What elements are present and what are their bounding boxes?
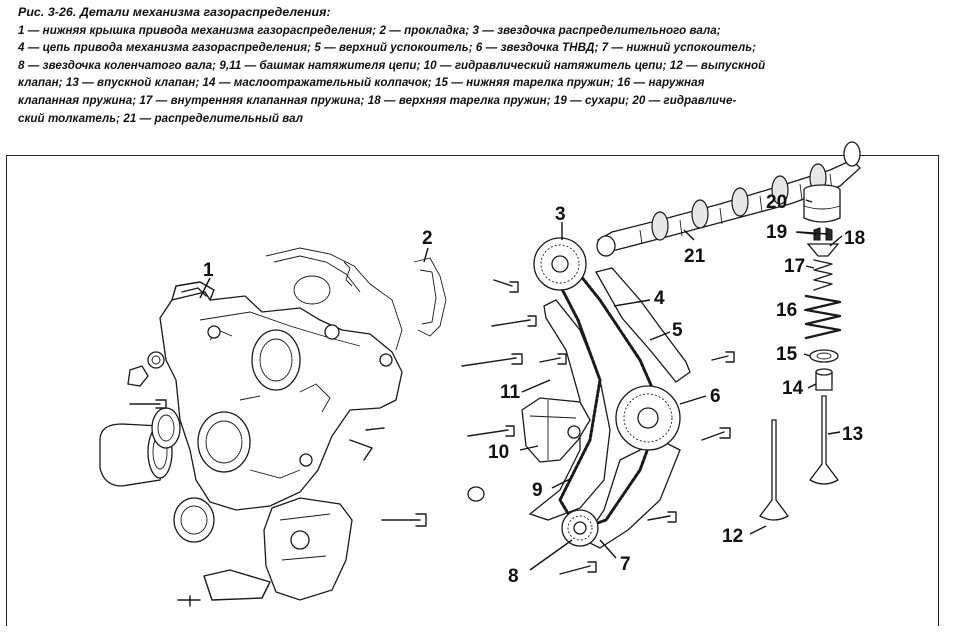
caption-line-5: клапанная пружина; 17 — внутренняя клапа… <box>18 93 737 107</box>
figure-frame <box>6 155 939 626</box>
timing-cover-lower <box>159 281 403 511</box>
caption-line-2: 4 — цепь привода механизма газораспредел… <box>18 41 757 55</box>
label-21: 21 <box>684 246 706 267</box>
label-17: 17 <box>784 256 805 277</box>
label-19: 19 <box>766 222 787 243</box>
label-1: 1 <box>203 260 214 281</box>
valve-train <box>759 184 842 521</box>
label-4: 4 <box>654 288 665 309</box>
figure-title: Рис. 3-26. Детали механизма газораспреде… <box>18 5 331 19</box>
label-18: 18 <box>844 228 865 249</box>
label-11: 11 <box>500 382 521 403</box>
chain-drive <box>461 237 735 575</box>
caption-line-6: ский толкатель; 21 — распределительный в… <box>18 111 304 125</box>
label-13: 13 <box>842 424 863 445</box>
label-6: 6 <box>710 386 721 407</box>
caption-line-1: 1 — нижняя крышка привода механизма газо… <box>18 23 721 37</box>
label-14: 14 <box>782 378 804 399</box>
callout-labels: 1 2 3 4 5 6 7 8 9 10 11 12 13 14 15 16 1… <box>203 192 865 587</box>
label-16: 16 <box>776 300 797 321</box>
front-crank-seal <box>99 351 215 543</box>
label-20: 20 <box>766 192 787 213</box>
caption-line-4: клапан; 13 — впускной клапан; 14 — масло… <box>18 76 705 90</box>
label-15: 15 <box>776 344 798 365</box>
leader-lines <box>199 199 843 571</box>
caption-line-3: 8 — звездочка коленчатого вала; 9,11 — б… <box>18 58 766 72</box>
lower-bracket <box>177 427 427 607</box>
label-2: 2 <box>422 228 433 249</box>
label-7: 7 <box>620 554 631 575</box>
label-10: 10 <box>488 442 509 463</box>
figure-caption: Рис. 3-26. Детали механизма газораспреде… <box>18 4 933 127</box>
label-9: 9 <box>532 480 543 501</box>
label-5: 5 <box>672 320 683 341</box>
camshaft <box>596 141 861 257</box>
gasket <box>265 247 447 351</box>
label-8: 8 <box>508 566 519 587</box>
label-12: 12 <box>722 526 743 547</box>
label-3: 3 <box>555 204 566 225</box>
